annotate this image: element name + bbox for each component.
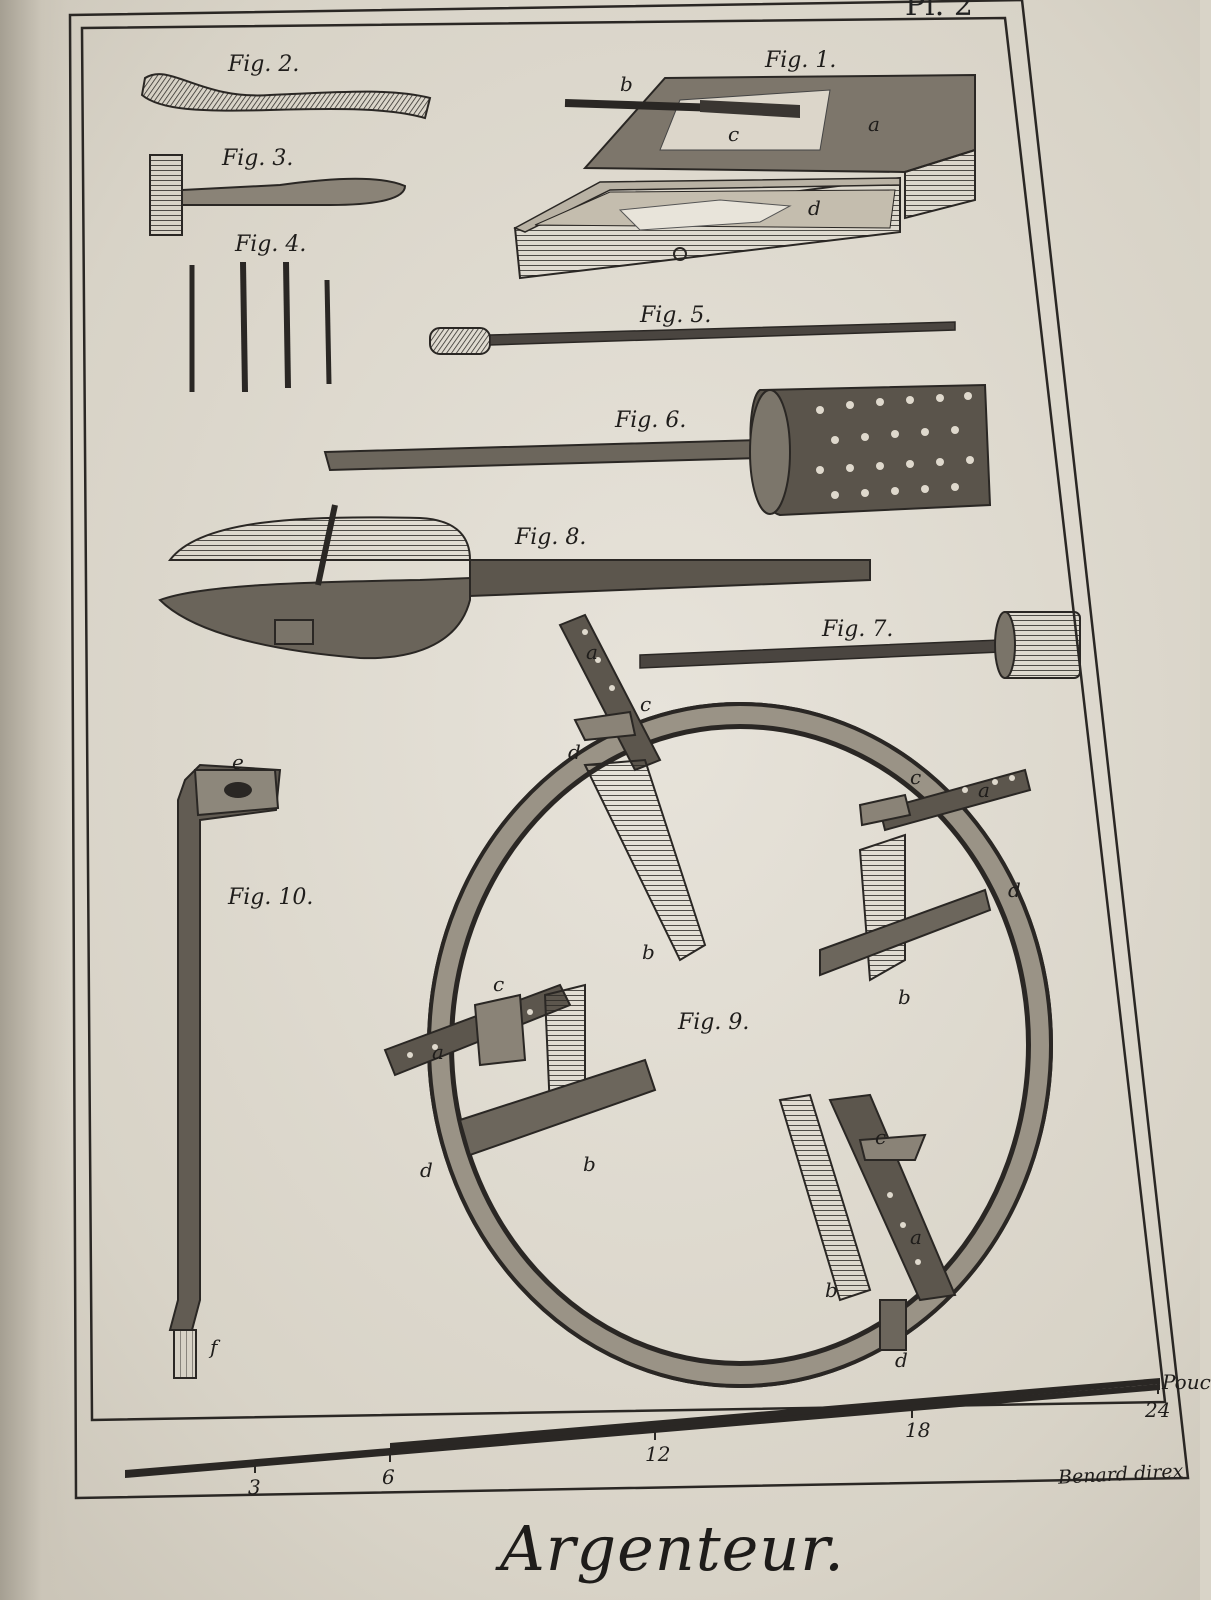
plate-caption: Argenteur.	[500, 1512, 845, 1585]
fig8-label: Fig. 8.	[515, 525, 587, 550]
fig1-letter-b: b	[620, 72, 633, 96]
fig9-clamp-top	[558, 613, 707, 962]
fig3-label: Fig. 3.	[222, 146, 294, 171]
fig9-label: Fig. 9.	[678, 1010, 750, 1035]
fig6-label: Fig. 6.	[615, 408, 687, 433]
fig3-hammer	[149, 154, 407, 236]
fig10-letter-e: e	[232, 750, 244, 774]
fig1-label: Fig. 1.	[765, 48, 837, 73]
fig1-letter-a: a	[868, 112, 880, 136]
fig9-letter-a-top: a	[586, 640, 598, 664]
scale-tick-12: 12	[645, 1442, 671, 1466]
fig9-letter-d-right: d	[1008, 878, 1021, 902]
fig9-clamp-bottom	[778, 1093, 957, 1351]
fig9-letter-d-top: d	[568, 740, 581, 764]
fig9-clamp-right	[819, 768, 1032, 982]
fig2-burnisher	[140, 73, 432, 120]
scale-tick-6: 6	[382, 1465, 395, 1489]
fig7-label: Fig. 7.	[822, 617, 894, 642]
plate-number: Pl. 2	[905, 0, 973, 23]
fig9-letter-b-bottom: b	[825, 1278, 838, 1302]
fig9-letter-c-top: c	[640, 692, 652, 716]
fig7-muller	[639, 611, 1081, 679]
scale-bar	[125, 1378, 1160, 1478]
fig9-letter-a-left: a	[432, 1040, 444, 1064]
fig9-letter-b-left: b	[583, 1152, 596, 1176]
fig1-letter-d: d	[808, 196, 821, 220]
fig9-letter-c-left: c	[493, 972, 505, 996]
fig10-label: Fig. 10.	[228, 885, 314, 910]
fig5-label: Fig. 5.	[640, 303, 712, 328]
fig5-swab	[429, 321, 956, 355]
fig8-tongs	[158, 504, 871, 660]
fig10-letter-f: f	[210, 1335, 218, 1359]
fig2-label: Fig. 2.	[228, 52, 300, 77]
fig1-letter-c: c	[728, 122, 740, 146]
scale-tick-18: 18	[905, 1418, 931, 1442]
fig9-letter-d-bottom: d	[895, 1348, 908, 1372]
fig9-letter-c-bottom: c	[875, 1125, 887, 1149]
fig4-label: Fig. 4.	[235, 232, 307, 257]
fig9-clamp-left	[383, 983, 657, 1157]
fig9-letter-a-right: a	[978, 778, 990, 802]
fig4-nails	[189, 261, 332, 393]
scale-tick-3: 3	[248, 1475, 261, 1499]
fig9-letter-b-top: b	[642, 940, 655, 964]
fig10-rod	[168, 763, 282, 1379]
fig9-letter-b-right: b	[898, 985, 911, 1009]
fig9-letter-c-right: c	[910, 765, 922, 789]
fig9-letter-d-left: d	[420, 1158, 433, 1182]
plate-border	[68, 0, 1190, 1500]
scale-tick-24: 24	[1145, 1398, 1171, 1422]
scale-unit: Pouc	[1162, 1370, 1211, 1394]
fig1-box	[513, 73, 976, 280]
page-edge-shadow	[0, 0, 70, 1600]
fig9-letter-a-bottom: a	[910, 1225, 922, 1249]
fig6-drum	[323, 383, 992, 517]
